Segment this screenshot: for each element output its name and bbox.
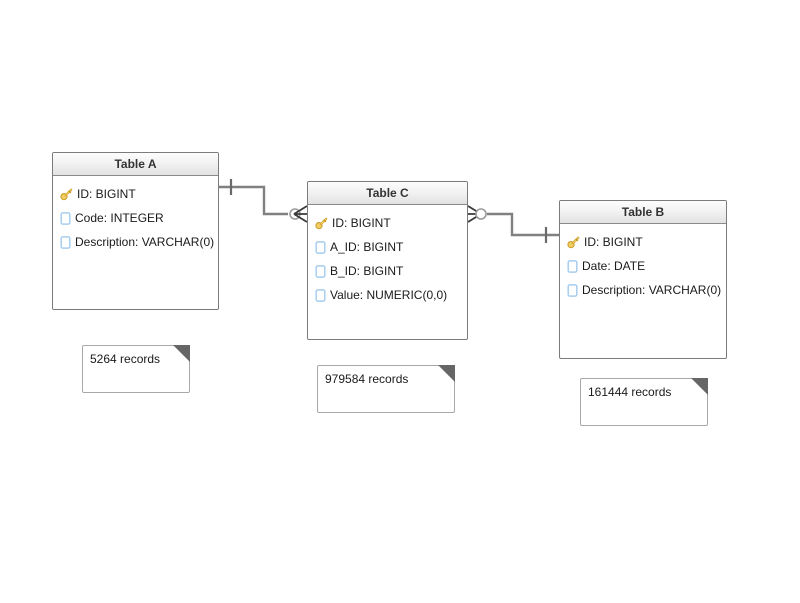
- entity-table-b[interactable]: Table B ID: BIGINT: [559, 200, 727, 359]
- column-label: A_ID: BIGINT: [330, 240, 404, 254]
- cardinality-zero-marker: [289, 208, 301, 220]
- entity-columns-table-b: ID: BIGINT Date: DATE Description: VARCH…: [560, 224, 726, 302]
- table-row[interactable]: B_ID: BIGINT: [308, 259, 467, 283]
- note-table-c[interactable]: 979584 records: [317, 365, 455, 413]
- table-row[interactable]: ID: BIGINT: [308, 211, 467, 235]
- entity-columns-table-c: ID: BIGINT A_ID: BIGINT B_ID: BIGINT: [308, 205, 467, 307]
- column-icon: [315, 240, 326, 254]
- note-text: 161444 records: [588, 385, 672, 399]
- table-row[interactable]: ID: BIGINT: [560, 230, 726, 254]
- entity-title-table-b: Table B: [560, 201, 726, 224]
- column-label: Description: VARCHAR(0): [75, 235, 215, 249]
- entity-table-c[interactable]: Table C ID: BIGINT: [307, 181, 468, 340]
- column-label: Code: INTEGER: [75, 211, 164, 225]
- column-icon: [60, 235, 71, 249]
- column-icon: [567, 259, 578, 273]
- entity-columns-table-a: ID: BIGINT Code: INTEGER Description: VA…: [53, 176, 218, 254]
- key-icon: [315, 217, 328, 230]
- column-label: ID: BIGINT: [584, 235, 643, 249]
- cardinality-many-marker: [293, 205, 308, 223]
- table-row[interactable]: A_ID: BIGINT: [308, 235, 467, 259]
- cardinality-many-marker: [467, 205, 482, 223]
- note-fold-icon: [438, 365, 455, 382]
- column-label: B_ID: BIGINT: [330, 264, 404, 278]
- column-label: ID: BIGINT: [77, 187, 136, 201]
- column-label: Value: NUMERIC(0,0): [330, 288, 448, 302]
- column-icon: [60, 211, 71, 225]
- table-row[interactable]: Description: VARCHAR(0): [560, 278, 726, 302]
- column-label: Date: DATE: [582, 259, 646, 273]
- key-icon: [60, 188, 73, 201]
- note-fold-icon: [691, 378, 708, 395]
- table-row[interactable]: Code: INTEGER: [53, 206, 218, 230]
- entity-table-a[interactable]: Table A ID: BIGINT: [52, 152, 219, 310]
- entity-title-table-c: Table C: [308, 182, 467, 205]
- column-icon: [315, 264, 326, 278]
- note-table-a[interactable]: 5264 records: [82, 345, 190, 393]
- key-icon: [567, 236, 580, 249]
- note-fold-icon: [173, 345, 190, 362]
- table-row[interactable]: ID: BIGINT: [53, 182, 218, 206]
- column-icon: [315, 288, 326, 302]
- relationship-table-a-table-c[interactable]: [219, 179, 308, 223]
- entity-title-table-a: Table A: [53, 153, 218, 176]
- note-table-b[interactable]: 161444 records: [580, 378, 708, 426]
- column-label: Description: VARCHAR(0): [582, 283, 722, 297]
- note-text: 979584 records: [325, 372, 409, 386]
- relationship-table-c-table-b[interactable]: [467, 205, 559, 243]
- cardinality-zero-marker: [475, 208, 487, 220]
- column-icon: [567, 283, 578, 297]
- table-row[interactable]: Description: VARCHAR(0): [53, 230, 218, 254]
- note-text: 5264 records: [90, 352, 161, 366]
- table-row[interactable]: Date: DATE: [560, 254, 726, 278]
- table-row[interactable]: Value: NUMERIC(0,0): [308, 283, 467, 307]
- column-label: ID: BIGINT: [332, 216, 391, 230]
